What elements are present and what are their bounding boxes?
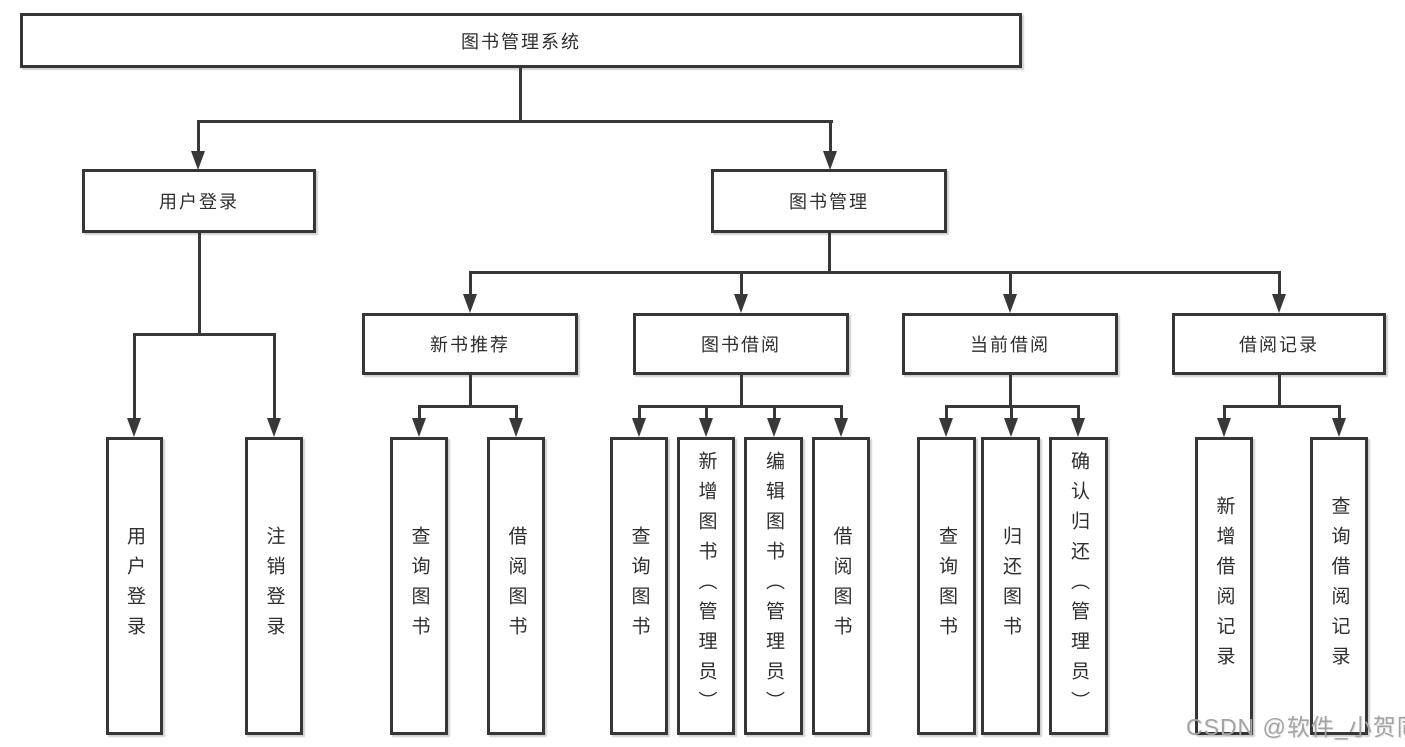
- leaf-query-books-borrow: 查询图书: [610, 437, 668, 735]
- node-book-borrow: 图书借阅: [633, 313, 849, 375]
- leaf-borrow-books: 借阅图书: [812, 437, 870, 735]
- arrow-down-icon: [823, 151, 837, 170]
- connector-segment: [418, 405, 518, 408]
- leaf-label: 确认归还（管理员）: [1068, 451, 1089, 721]
- node-library-system: 图书管理系统: [20, 13, 1022, 68]
- node-label: 图书管理系统: [461, 31, 581, 52]
- arrow-down-icon: [267, 418, 281, 437]
- connector-segment: [418, 405, 421, 421]
- leaf-label: 归还图书: [1000, 526, 1021, 646]
- leaf-confirm-return-admin: 确认归还（管理员）: [1049, 437, 1108, 735]
- leaf-label: 新增借阅记录: [1213, 496, 1235, 676]
- node-user-login: 用户登录: [82, 169, 316, 233]
- connector-segment: [1010, 405, 1013, 421]
- leaf-label: 借阅图书: [830, 526, 852, 646]
- arrow-down-icon: [1272, 294, 1286, 313]
- leaf-label: 查询图书: [628, 526, 650, 646]
- arrow-down-icon: [767, 418, 781, 437]
- leaf-label: 用户登录: [124, 526, 145, 646]
- connector-segment: [829, 120, 832, 156]
- leaf-query-books-current: 查询图书: [917, 437, 976, 735]
- leaf-label: 新增图书（管理员）: [695, 451, 717, 721]
- node-label: 新书推荐: [430, 335, 510, 355]
- node-label: 图书借阅: [701, 335, 781, 355]
- arrow-down-icon: [1332, 418, 1346, 437]
- arrow-down-icon: [834, 418, 848, 437]
- connector-segment: [469, 375, 472, 408]
- arrow-down-icon: [1003, 294, 1017, 313]
- connector-segment: [198, 233, 201, 336]
- connector-segment: [828, 233, 831, 274]
- leaf-add-borrow-record: 新增借阅记录: [1195, 437, 1253, 735]
- connector-segment: [638, 405, 842, 408]
- arrow-down-icon: [939, 418, 953, 437]
- arrow-down-icon: [632, 418, 646, 437]
- leaf-label: 查询借阅记录: [1328, 496, 1350, 676]
- leaf-return-books: 归还图书: [981, 437, 1040, 735]
- arrow-down-icon: [1071, 418, 1085, 437]
- arrow-down-icon: [734, 294, 748, 313]
- node-current-borrow: 当前借阅: [902, 313, 1118, 375]
- arrow-down-icon: [191, 151, 205, 170]
- connector-segment: [469, 271, 472, 297]
- connector-segment: [1223, 405, 1226, 421]
- connector-segment: [197, 120, 833, 123]
- node-label: 借阅记录: [1239, 335, 1319, 355]
- connector-segment: [1223, 405, 1340, 408]
- leaf-label: 借阅图书: [505, 526, 527, 646]
- connector-segment: [515, 405, 518, 421]
- node-label: 当前借阅: [970, 335, 1050, 355]
- csdn-watermark: CSDN @软件_小贺同学: [1186, 714, 1405, 740]
- arrow-down-icon: [699, 418, 713, 437]
- node-borrow-records: 借阅记录: [1172, 313, 1386, 375]
- leaf-edit-books-admin: 编辑图书（管理员）: [744, 437, 803, 735]
- node-new-book-recommend: 新书推荐: [362, 313, 578, 375]
- leaf-add-books-admin: 新增图书（管理员）: [677, 437, 735, 735]
- node-label: 图书管理: [789, 192, 869, 212]
- connector-segment: [133, 333, 276, 336]
- connector-segment: [1009, 271, 1012, 297]
- connector-segment: [133, 333, 136, 421]
- connector-segment: [1009, 375, 1012, 408]
- connector-segment: [1338, 405, 1341, 421]
- leaf-logout: 注销登录: [245, 437, 303, 735]
- arrow-down-icon: [127, 418, 141, 437]
- arrow-down-icon: [1217, 418, 1231, 437]
- leaf-label: 注销登录: [263, 526, 285, 646]
- arrow-down-icon: [463, 294, 477, 313]
- leaf-query-borrow-record: 查询借阅记录: [1310, 437, 1368, 735]
- connector-segment: [945, 405, 948, 421]
- leaf-label: 查询图书: [408, 526, 430, 646]
- connector-segment: [638, 405, 641, 421]
- node-book-management: 图书管理: [711, 169, 947, 233]
- connector-segment: [273, 333, 276, 421]
- connector-segment: [740, 271, 743, 297]
- node-label: 用户登录: [159, 192, 239, 212]
- connector-segment: [840, 405, 843, 421]
- connector-segment: [197, 120, 200, 156]
- leaf-label: 编辑图书（管理员）: [763, 451, 784, 721]
- connector-segment: [469, 271, 1281, 274]
- arrow-down-icon: [1004, 418, 1018, 437]
- connector-segment: [1278, 271, 1281, 297]
- leaf-query-books-recommend: 查询图书: [390, 437, 448, 735]
- connector-segment: [740, 375, 743, 408]
- leaf-label: 查询图书: [936, 526, 957, 646]
- arrow-down-icon: [509, 418, 523, 437]
- arrow-down-icon: [412, 418, 426, 437]
- leaf-borrow-books-recommend: 借阅图书: [487, 437, 545, 735]
- connector-segment: [1278, 375, 1281, 408]
- connector-segment: [519, 68, 522, 123]
- leaf-user-login: 用户登录: [106, 437, 163, 735]
- connector-segment: [1077, 405, 1080, 421]
- connector-segment: [773, 405, 776, 421]
- connector-segment: [705, 405, 708, 421]
